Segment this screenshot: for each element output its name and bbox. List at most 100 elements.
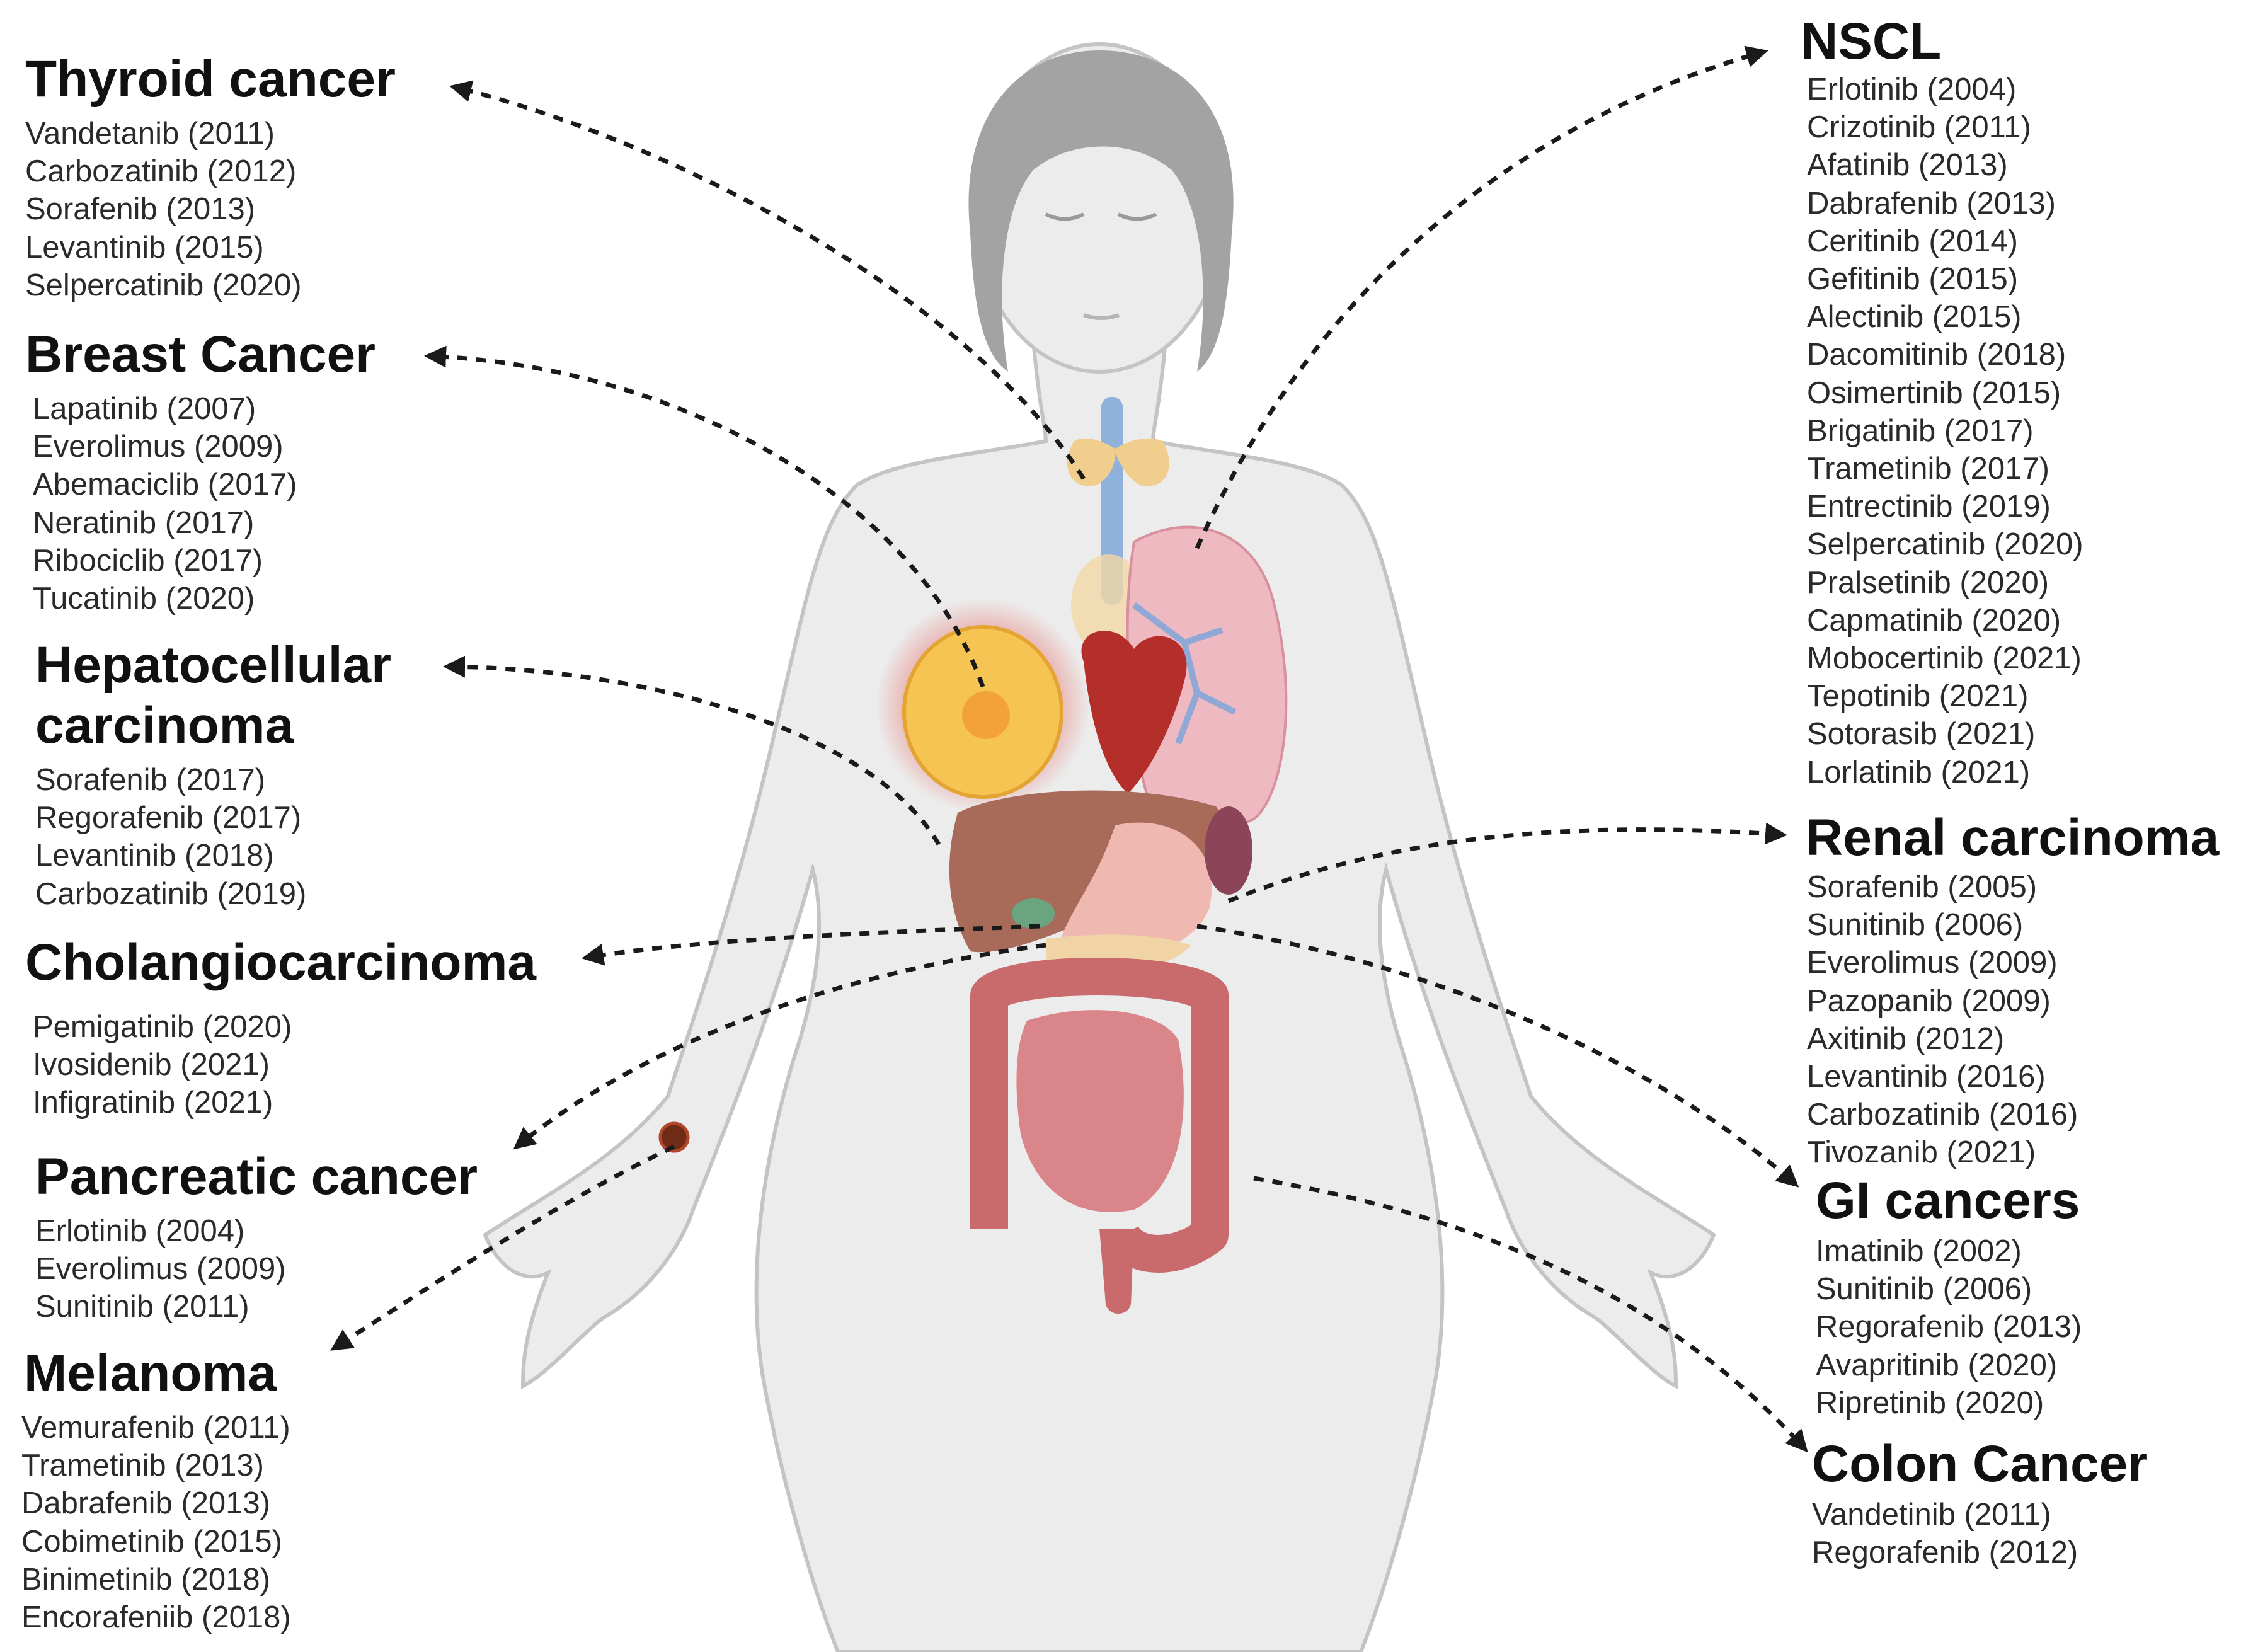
connector-arrows (330, 45, 1808, 1453)
drug-item: Trametinib (2017) (1807, 452, 2049, 486)
drug-item: Sorafenib (2013) (25, 192, 256, 227)
group-title-line-1: Hepatocellular (35, 636, 392, 694)
drug-item: Regorafenib (2013) (1816, 1310, 2082, 1345)
drug-item: Dacomitinib (2018) (1807, 338, 2066, 372)
drug-list: Vemurafenib (2011) Trametinib (2013) Dab… (21, 1409, 291, 1636)
drug-item: Levantinib (2018) (35, 839, 274, 873)
drug-list: Pemigatinib (2020) Ivosidenib (2021) Inf… (33, 1008, 536, 1122)
drug-item: Crizotinib (2011) (1807, 110, 2031, 145)
breast-lobule-center (962, 691, 1010, 739)
organs (658, 397, 1288, 1314)
drug-item: Erlotinib (2004) (35, 1214, 245, 1248)
drug-group-gi: GI cancers Imatinib (2002) Sunitinib (20… (1816, 1171, 2082, 1422)
arrow-colon (1253, 1176, 1808, 1453)
arrow-hepato (443, 655, 941, 846)
group-title: NSCL (1801, 13, 1942, 70)
drug-item: Carbozatinib (2012) (25, 154, 297, 189)
drug-group-nscl: NSCL Erlotinib (2004) Crizotinib (2011) … (1801, 11, 2083, 791)
group-title: Breast Cancer (25, 326, 376, 383)
drug-item: Dabrafenib (2013) (1807, 186, 2056, 221)
drug-item: Levantinib (2015) (25, 230, 264, 265)
drug-item: Dabrafenib (2013) (21, 1486, 270, 1521)
drug-list: Erlotinib (2004) Everolimus (2009) Sunit… (35, 1212, 478, 1326)
group-title-line-2: carcinoma (35, 697, 294, 754)
drug-item: Sorafenib (2017) (35, 763, 266, 797)
drug-item: Infigratinib (2021) (33, 1086, 273, 1120)
heart (1081, 631, 1187, 794)
drug-item: Sotorasib (2021) (1807, 717, 2036, 752)
drug-group-cholangiocarcinoma: Cholangiocarcinoma Pemigatinib (2020) Iv… (25, 932, 536, 1122)
arrow-cholangio (582, 924, 1040, 966)
drug-item: Pazopanib (2009) (1807, 984, 2051, 1018)
melanoma-lesion (658, 1121, 690, 1153)
drug-list: Lapatinib (2007) Everolimus (2009) Abema… (33, 390, 375, 617)
drug-item: Mobocertinib (2021) (1807, 641, 2082, 676)
small-intestine (1016, 1010, 1184, 1212)
arrow-breast (424, 345, 985, 688)
rectum (1099, 1229, 1134, 1314)
group-title: Hepatocellular carcinoma (35, 635, 391, 756)
drug-item: Tucatinib (2020) (33, 582, 255, 616)
drug-list: Vandetanib (2011) Carbozatinib (2012) So… (25, 115, 396, 304)
closed-eye-left (1045, 212, 1085, 221)
drug-list: Vandetinib (2011) Regorafenib (2012) (1812, 1496, 2148, 1571)
bronchial-tree (1132, 602, 1237, 745)
group-title: Pancreatic cancer (35, 1148, 478, 1205)
drug-item: Neratinib (2017) (33, 505, 255, 540)
drug-item: Everolimus (2009) (33, 430, 284, 464)
drug-item: Alectinib (2015) (1807, 300, 2022, 335)
arrow-nscl (1195, 45, 1768, 549)
body-outline (483, 338, 1716, 1652)
drug-item: Lorlatinib (2021) (1807, 755, 2031, 789)
drug-item: Ivosidenib (2021) (33, 1048, 270, 1082)
thyroid-gland (1067, 438, 1170, 486)
drug-item: Everolimus (2009) (35, 1252, 286, 1287)
drug-item: Trametinib (2013) (21, 1448, 264, 1483)
hair (968, 50, 1234, 372)
drug-item: Sunitinib (2011) (35, 1290, 249, 1324)
drug-item: Selpercatinib (2020) (1807, 527, 2083, 562)
stomach (1058, 822, 1212, 958)
drug-list: Sorafenib (2017) Regorafenib (2017) Leva… (35, 761, 391, 913)
closed-eye-right (1117, 212, 1157, 221)
drug-item: Sorafenib (2005) (1807, 870, 2038, 904)
drug-item: Selpercatinib (2020) (25, 268, 302, 302)
drug-item: Avapritinib (2020) (1816, 1348, 2058, 1382)
drug-item: Regorafenib (2017) (35, 801, 302, 835)
drug-item: Carbozatinib (2019) (35, 876, 307, 911)
drug-item: Tivozanib (2021) (1807, 1135, 2036, 1170)
drug-group-breast: Breast Cancer Lapatinib (2007) Everolimu… (25, 324, 375, 617)
drug-group-melanoma: Melanoma Vemurafenib (2011) Trametinib (… (21, 1343, 291, 1636)
drug-list: Erlotinib (2004) Crizotinib (2011) Afati… (1807, 71, 2083, 791)
drug-item: Lapatinib (2007) (33, 392, 256, 426)
drug-item: Vandetinib (2011) (1812, 1498, 2051, 1532)
arrow-pancreatic (513, 943, 1046, 1150)
drug-group-hepatocellular: Hepatocellular carcinoma Sorafenib (2017… (35, 635, 391, 913)
group-title: Melanoma (24, 1345, 277, 1402)
drug-group-renal: Renal carcinoma Sorafenib (2005) Sunitin… (1806, 808, 2219, 1172)
arrow-melanoma (330, 1144, 675, 1351)
arrow-gi (1196, 924, 1799, 1188)
drug-item: Afatinib (2013) (1807, 148, 2008, 183)
drug-item: Imatinib (2002) (1816, 1234, 2022, 1268)
drug-item: Encorafeniib (2018) (21, 1600, 291, 1635)
drug-item: Regorafenib (2012) (1812, 1535, 2078, 1570)
body-silhouette (483, 42, 1716, 1652)
mouth (1082, 313, 1120, 320)
large-intestine (970, 958, 1229, 1273)
drug-item: Pralsetinib (2020) (1807, 565, 2049, 600)
drug-group-colon: Colon Cancer Vandetinib (2011) Regorafen… (1812, 1434, 2148, 1571)
drug-item: Everolimus (2009) (1807, 946, 2058, 980)
group-title: Colon Cancer (1812, 1435, 2148, 1493)
drug-item: Sunitinib (2006) (1816, 1272, 2032, 1307)
drug-list: Imatinib (2002) Sunitinib (2006) Regoraf… (1816, 1232, 2082, 1422)
kidney (1205, 806, 1252, 895)
drug-item: Vemurafenib (2011) (21, 1411, 290, 1445)
drug-item: Tepotinib (2021) (1807, 679, 2029, 714)
arrow-thyroid (449, 80, 1086, 480)
group-title: GI cancers (1816, 1172, 2080, 1229)
drug-item: Carbozatinib (2016) (1807, 1098, 2078, 1132)
drug-item: Ripretinib (2020) (1816, 1385, 2044, 1420)
drug-list: Sorafenib (2005) Sunitinib (2006) Everol… (1807, 868, 2219, 1172)
drug-item: Erlotinib (2004) (1807, 72, 2017, 106)
